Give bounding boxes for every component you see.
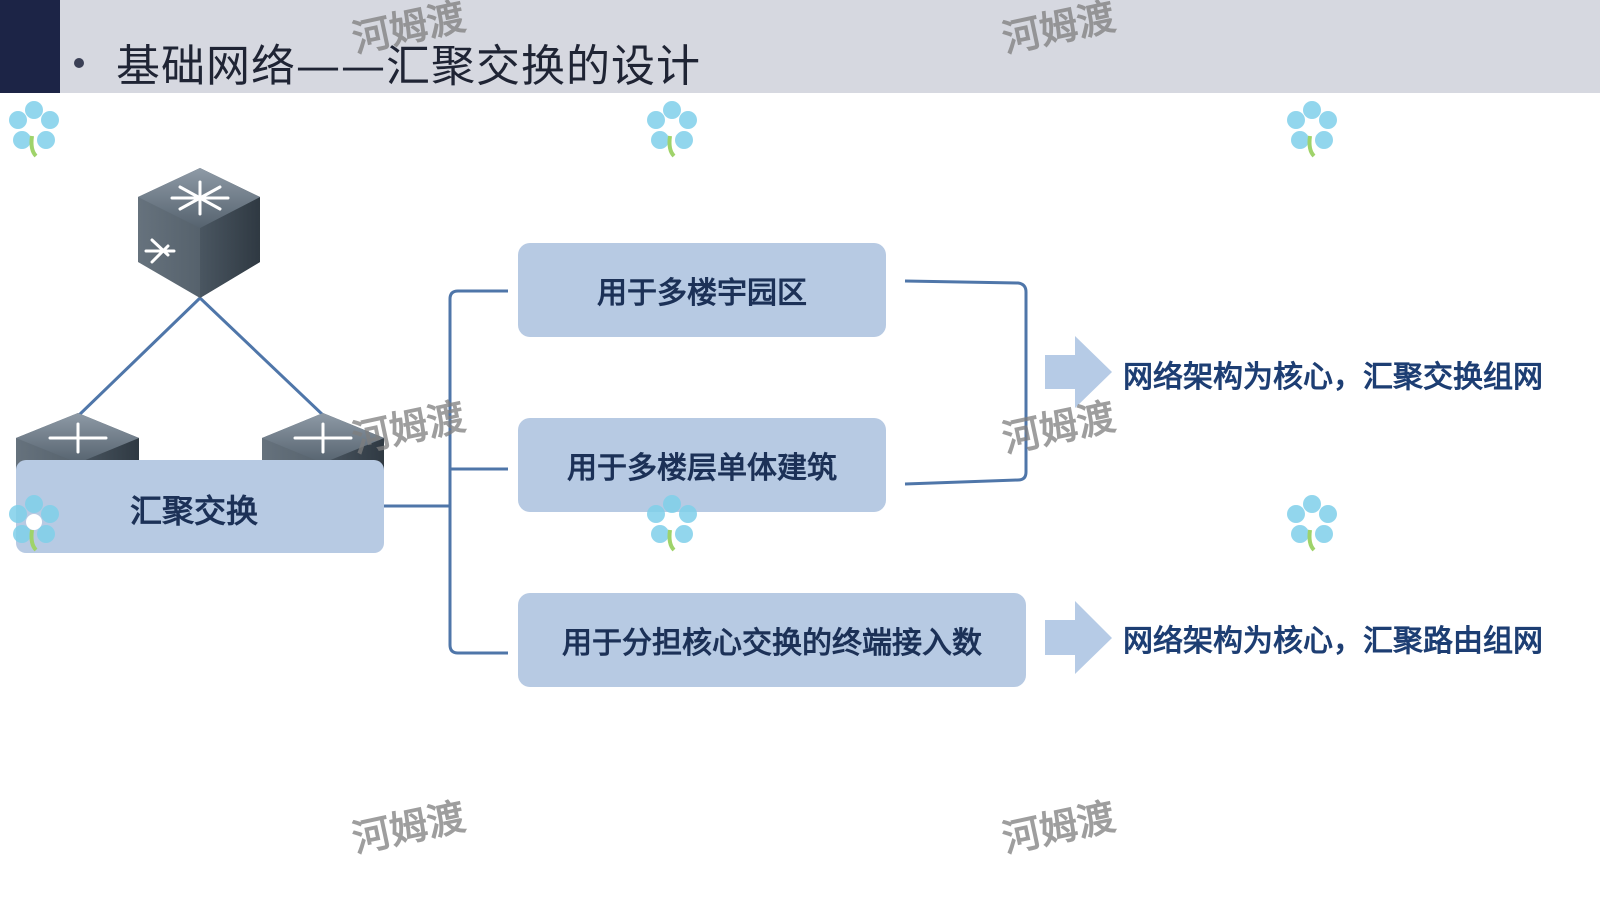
scenario-box-campus: 用于多楼宇园区: [518, 243, 886, 337]
scenario-label: 用于分担核心交换的终端接入数: [562, 626, 982, 661]
scenario-box-offload: 用于分担核心交换的终端接入数: [518, 593, 1026, 687]
scenario-label: 用于多楼层单体建筑: [567, 451, 837, 486]
scenario-box-building: 用于多楼层单体建筑: [518, 418, 886, 512]
link-core-left: [76, 296, 202, 418]
title-bar: [0, 0, 1600, 93]
scenario-label: 用于多楼宇园区: [597, 276, 807, 311]
link-core-right: [198, 296, 326, 418]
aggregation-panel: [16, 460, 384, 553]
right-arrow-icon: [1045, 336, 1112, 408]
scenario-bracket: [384, 289, 508, 655]
core-switch-icon: [138, 168, 260, 298]
result-routing-topology: 网络架构为核心，汇聚路由组网: [1123, 624, 1543, 659]
title-accent-block: [0, 0, 60, 93]
result-bracket: [904, 279, 1028, 486]
title-bullet: [74, 58, 84, 68]
right-arrow-icon: [1045, 601, 1112, 674]
result-switching-topology: 网络架构为核心，汇聚交换组网: [1123, 360, 1543, 395]
aggregation-label: 汇聚交换: [130, 492, 259, 530]
slide-title: 基础网络——汇聚交换的设计: [116, 41, 701, 92]
